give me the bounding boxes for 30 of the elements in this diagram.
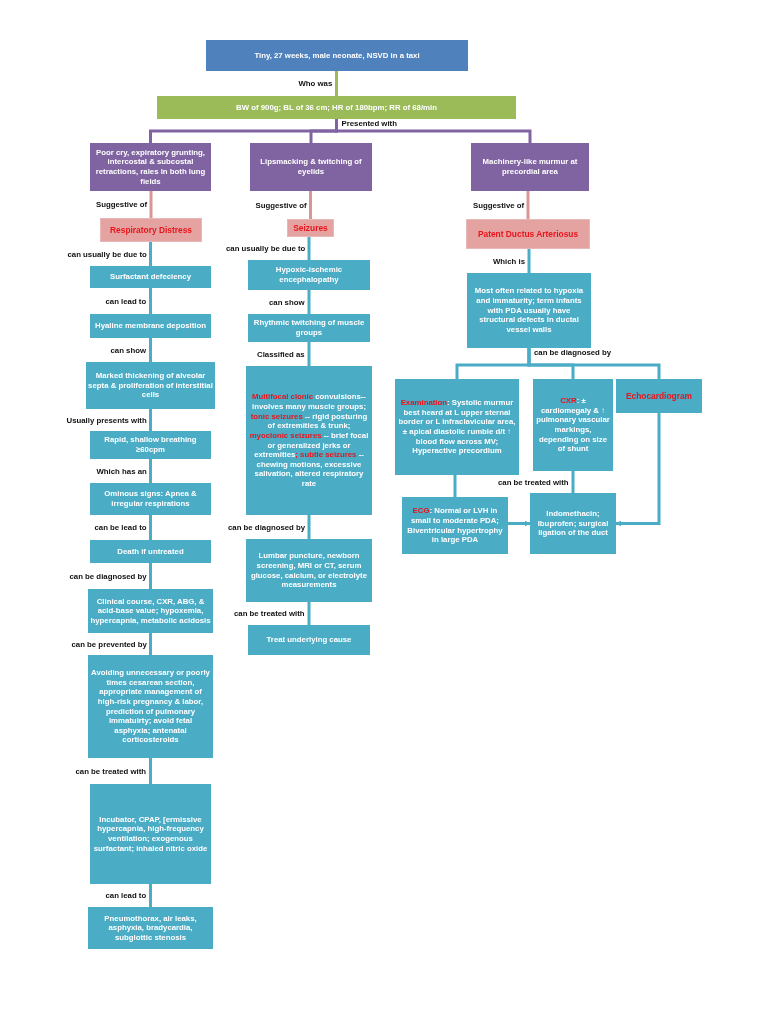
connector-line bbox=[149, 515, 152, 540]
connector-line bbox=[149, 884, 152, 907]
flow-box: Echocardiogram bbox=[616, 379, 702, 413]
connector-line bbox=[307, 515, 311, 539]
connector-line bbox=[335, 71, 338, 96]
connector-line bbox=[149, 459, 152, 483]
connector-line bbox=[149, 409, 152, 431]
connector-line bbox=[335, 119, 532, 143]
connector-line bbox=[307, 290, 311, 314]
diagnosis-box: Seizures bbox=[287, 219, 334, 237]
diagnosis-box: Patent Ductus Arteriosus bbox=[466, 219, 590, 249]
connector-line bbox=[309, 191, 312, 219]
connector-line bbox=[149, 288, 152, 314]
connector-line bbox=[307, 342, 311, 366]
connector-line bbox=[526, 191, 530, 219]
arrow bbox=[615, 413, 661, 527]
diagnosis-box: Respiratory Distress bbox=[100, 218, 202, 242]
connector-line bbox=[307, 602, 311, 625]
connector-line bbox=[571, 471, 575, 493]
connector-line bbox=[527, 348, 661, 379]
connector-line bbox=[149, 563, 152, 589]
connector-line bbox=[527, 249, 531, 273]
connector-line bbox=[307, 237, 311, 260]
connector-line bbox=[149, 191, 153, 218]
connector-line bbox=[149, 242, 152, 266]
arrow bbox=[508, 520, 531, 527]
connector-line bbox=[149, 633, 152, 655]
connector-line bbox=[149, 338, 152, 362]
connector-line bbox=[453, 475, 457, 497]
connector-line bbox=[149, 758, 152, 784]
